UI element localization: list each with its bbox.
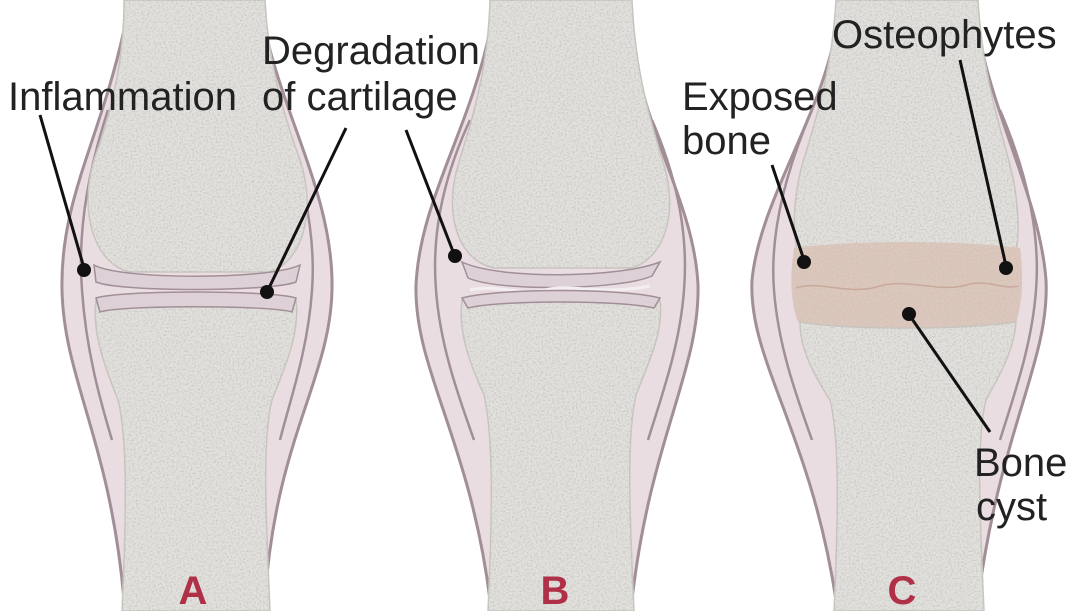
marker-dot-inflammation (77, 263, 91, 277)
panel-letter-b: B (541, 569, 570, 611)
panel-letter-a: A (179, 569, 208, 611)
panel-letters: A B C (179, 569, 917, 611)
label-bone-line2: cyst (976, 485, 1047, 529)
marker-dot-degradation (260, 285, 274, 299)
label-inflammation: Inflammation (8, 75, 237, 119)
label-osteophytes: Osteophytes (832, 13, 1057, 57)
label-bone-line1: Bone (974, 441, 1067, 485)
marker-dot-exposed-bone (797, 255, 811, 269)
panel-letter-c: C (888, 569, 917, 611)
label-degradation-line1: Degradation (262, 29, 480, 73)
panel-b (416, 0, 698, 611)
marker-dot-bone-cyst (902, 307, 916, 321)
label-exposed-line1: Exposed (682, 75, 838, 119)
marker-dot-osteophytes (999, 261, 1013, 275)
label-exposed-line2: bone (682, 119, 771, 163)
label-degradation-line2: of cartilage (262, 75, 458, 119)
marker-dot-degradation-b (448, 249, 462, 263)
